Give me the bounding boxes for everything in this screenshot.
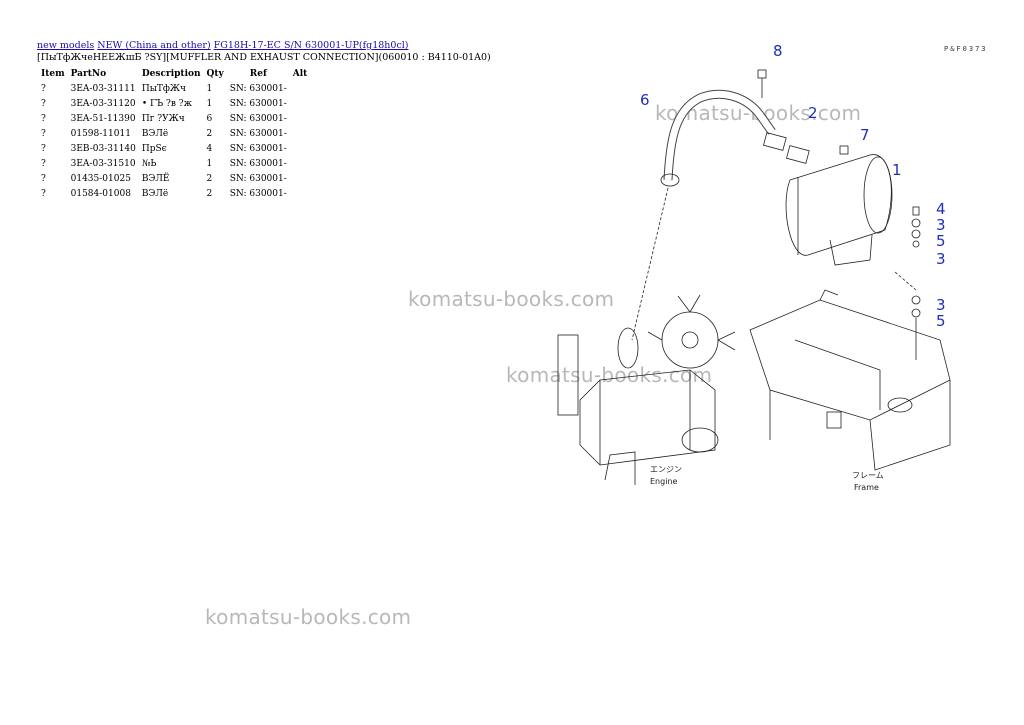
exploded-parts-diagram: 8 6 2 7 1 4 3 5 3 3 5 エンジン Engine フレーム F… xyxy=(557,42,951,492)
row-qty: 1 xyxy=(206,98,213,109)
row-qty: 4 xyxy=(206,143,213,154)
row-item: ? xyxy=(41,173,46,184)
table-row: ? 3EA-03-31111 ПыТфЖч 1 SN: 630001- xyxy=(37,81,316,96)
row-partno: 01584-01008 xyxy=(70,188,131,199)
watermark: komatsu-books.com xyxy=(408,287,615,311)
engine-label-jp: エンジン xyxy=(650,465,682,474)
muffler-shape xyxy=(785,154,892,256)
row-item: ? xyxy=(41,128,46,139)
row-description: ПыТфЖч xyxy=(141,83,186,94)
frame-drawing-shape xyxy=(749,289,951,471)
header-partno: PartNo xyxy=(70,68,107,79)
row-partno: 3EA-51-11390 xyxy=(70,113,136,124)
callout-8: 8 xyxy=(773,42,783,60)
row-qty: 1 xyxy=(206,158,213,169)
header-alt: Alt xyxy=(292,68,308,79)
callout-1: 1 xyxy=(892,161,902,179)
row-description: • ГЪ ?в ?ж xyxy=(141,98,192,109)
frame-label-jp: フレーム xyxy=(852,471,884,480)
breadcrumb-link-new-china[interactable]: NEW (China and other) xyxy=(97,40,211,51)
row-partno: 3EA-03-31111 xyxy=(70,83,136,94)
row-ref: SN: 630001- xyxy=(229,128,287,139)
watermark: komatsu-books.com xyxy=(506,363,713,387)
breadcrumb: new models NEW (China and other) FG18H-1… xyxy=(37,40,409,51)
row-item: ? xyxy=(41,143,46,154)
callout-6: 6 xyxy=(640,91,650,109)
row-qty: 2 xyxy=(206,128,213,139)
callout-3: 3 xyxy=(936,216,946,234)
row-alt xyxy=(290,81,316,96)
callout-5: 5 xyxy=(936,232,946,250)
table-row: ? 01584-01008 ВЭЛё 2 SN: 630001- xyxy=(37,186,316,201)
header-item: Item xyxy=(41,68,65,79)
page-title: [ПыТфЖчеНЕЕЖшБ ?SY][MUFFLER AND EXHAUST … xyxy=(37,52,491,63)
header-description: Description xyxy=(141,68,201,79)
row-ref: SN: 630001- xyxy=(229,113,287,124)
breadcrumb-link-model[interactable]: FG18H-17-EC S/N 630001-UP(fg18h0cl) xyxy=(213,40,409,51)
row-qty: 2 xyxy=(206,188,213,199)
row-description: ВЭЛё xyxy=(141,188,169,199)
engine-label-en: Engine xyxy=(650,477,677,486)
row-alt xyxy=(290,111,316,126)
row-partno: 3EA-03-31120 xyxy=(70,98,136,109)
row-alt xyxy=(290,126,316,141)
row-item: ? xyxy=(41,113,46,124)
row-item: ? xyxy=(41,158,46,169)
row-ref: SN: 630001- xyxy=(229,158,287,169)
row-description: ВЭЛё xyxy=(141,128,169,139)
table-header-row: Item PartNo Description Qty Ref Alt xyxy=(37,66,316,81)
row-item: ? xyxy=(41,188,46,199)
row-ref: SN: 630001- xyxy=(229,188,287,199)
row-description: Пг ?УЖч xyxy=(141,113,185,124)
diagram-code: P&F0373 xyxy=(944,45,988,53)
watermark: komatsu-books.com xyxy=(205,605,412,629)
table-row: ? 3EA-03-31510 №Ь 1 SN: 630001- xyxy=(37,156,316,171)
row-description: ПрSє xyxy=(141,143,167,154)
row-alt xyxy=(290,156,316,171)
row-ref: SN: 630001- xyxy=(229,98,287,109)
callout-5: 5 xyxy=(936,312,946,330)
row-qty: 6 xyxy=(206,113,213,124)
table-row: ? 3EA-03-31120 • ГЪ ?в ?ж 1 SN: 630001- xyxy=(37,96,316,111)
table-row: ? 3EA-51-11390 Пг ?УЖч 6 SN: 630001- xyxy=(37,111,316,126)
row-ref: SN: 630001- xyxy=(229,173,287,184)
callout-3: 3 xyxy=(936,296,946,314)
row-description: ВЭЛЁ xyxy=(141,173,170,184)
row-alt xyxy=(290,96,316,111)
parts-table: Item PartNo Description Qty Ref Alt ? 3EA… xyxy=(37,66,316,201)
row-alt xyxy=(290,186,316,201)
pipe-end-shape xyxy=(660,173,680,187)
row-partno: 3EB-03-31140 xyxy=(70,143,136,154)
row-item: ? xyxy=(41,98,46,109)
header-qty: Qty xyxy=(206,68,224,79)
row-partno: 01435-01025 xyxy=(70,173,131,184)
callout-4: 4 xyxy=(936,200,946,218)
row-partno: 3EA-03-31510 xyxy=(70,158,136,169)
frame-label-en: Frame xyxy=(854,483,879,492)
row-description: №Ь xyxy=(141,158,157,169)
table-row: ? 01598-11011 ВЭЛё 2 SN: 630001- xyxy=(37,126,316,141)
callout-2: 2 xyxy=(808,104,818,122)
row-partno: 01598-11011 xyxy=(70,128,131,139)
row-ref: SN: 630001- xyxy=(229,83,287,94)
row-item: ? xyxy=(41,83,46,94)
header-ref: Ref xyxy=(249,68,267,79)
callout-3: 3 xyxy=(936,250,946,268)
breadcrumb-link-new-models[interactable]: new models xyxy=(37,40,95,51)
table-row: ? 3EB-03-31140 ПрSє 4 SN: 630001- xyxy=(37,141,316,156)
row-qty: 1 xyxy=(206,83,213,94)
row-ref: SN: 630001- xyxy=(229,143,287,154)
row-alt xyxy=(290,141,316,156)
engine-drawing-shape xyxy=(557,294,736,485)
table-row: ? 01435-01025 ВЭЛЁ 2 SN: 630001- xyxy=(37,171,316,186)
row-alt xyxy=(290,171,316,186)
row-qty: 2 xyxy=(206,173,213,184)
callout-7: 7 xyxy=(860,126,870,144)
